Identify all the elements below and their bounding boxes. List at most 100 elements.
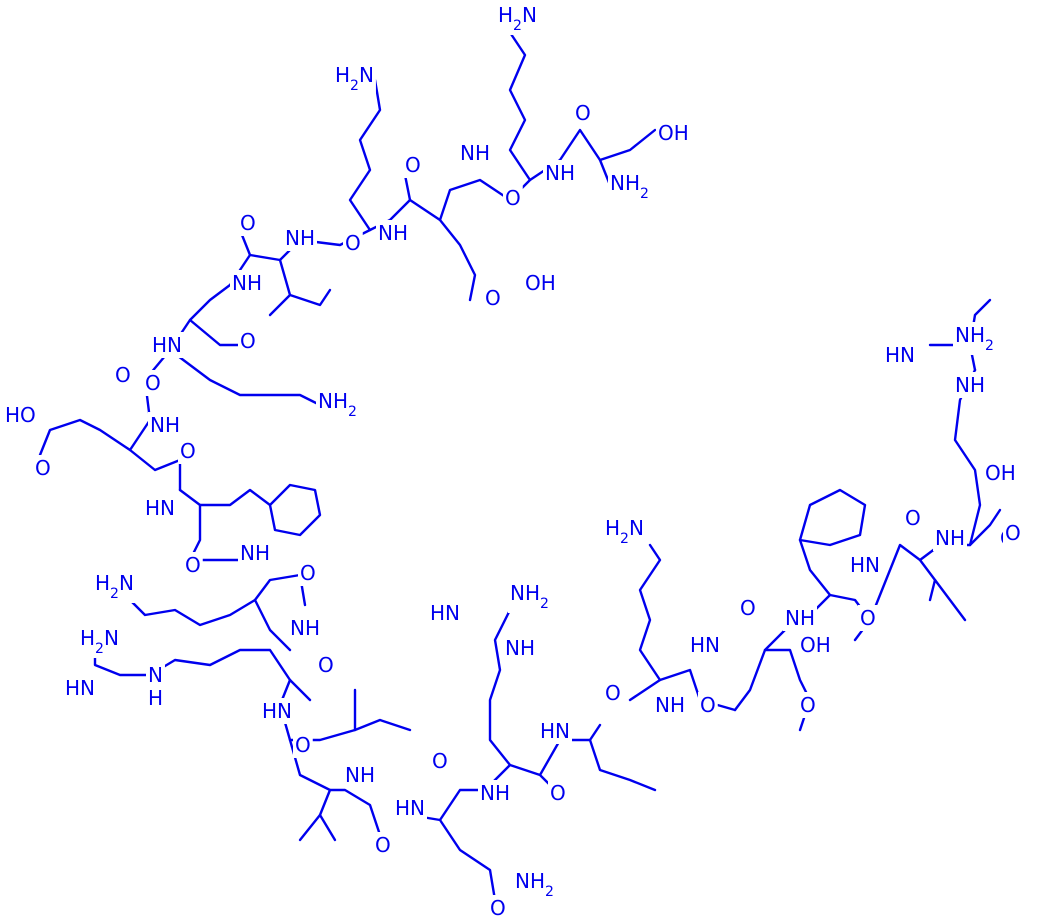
atom-label-o-20: O xyxy=(605,681,621,705)
label-knockout xyxy=(983,460,1018,486)
label-knockout xyxy=(403,152,423,178)
atom-label-o-7: O xyxy=(240,329,256,353)
atom-label-hn-arg-3: HN xyxy=(885,343,915,367)
atom-label-oh-glu-2: HO xyxy=(5,403,36,427)
atom-label-nh-18: NH xyxy=(785,606,815,630)
label-knockout xyxy=(113,362,133,388)
atom-label-o-21: O xyxy=(700,693,716,717)
label-knockout xyxy=(178,438,198,464)
atom-label-nh-arg-3: NH xyxy=(955,373,985,397)
label-knockout xyxy=(393,795,427,821)
atom-label-nh-4: NH xyxy=(285,226,315,250)
atom-label-nh-arg-2: NH xyxy=(505,636,535,660)
atom-label-nh-9: NH xyxy=(240,541,270,565)
label-knockout xyxy=(538,718,572,744)
atom-label-hn-arg-2: HN xyxy=(430,601,460,625)
label-knockout xyxy=(238,328,258,354)
atom-label-nh2-lys-4: H2N xyxy=(95,571,134,602)
label-knockout xyxy=(143,370,163,396)
label-knockout xyxy=(63,675,97,701)
atom-label-o-10: O xyxy=(35,456,51,480)
label-knockout xyxy=(478,780,512,806)
label-knockout xyxy=(523,270,558,296)
label-knockout xyxy=(508,580,551,613)
label-knockout xyxy=(656,120,691,146)
atom-label-nh-5: NH xyxy=(232,271,262,295)
atom-label-o-15: O xyxy=(295,733,311,757)
bond-skeleton xyxy=(38,23,1002,902)
label-knockout xyxy=(343,230,363,256)
label-knockout xyxy=(503,185,523,211)
atom-label-o-9: O xyxy=(145,371,161,395)
label-knockout xyxy=(483,285,503,311)
atom-label-o-3: O xyxy=(405,153,421,177)
atom-label-nh-13: HN xyxy=(395,796,425,820)
atom-labels: H2NOHNH2NHNHOOH2NONHONHOOHONHOHNONH2ONHH… xyxy=(3,2,1023,921)
atom-label-o-2: O xyxy=(505,186,521,210)
atom-label-o-25: O xyxy=(905,506,921,530)
atom-label-nh-3: NH xyxy=(378,221,408,245)
label-knockout xyxy=(858,605,878,631)
label-knockout xyxy=(333,62,376,95)
atom-label-oh-ser: OH xyxy=(658,121,689,145)
atom-label-nh-14: NH xyxy=(480,781,510,805)
label-knockout xyxy=(698,692,718,718)
label-knockout xyxy=(953,322,996,355)
label-knockout xyxy=(146,662,165,688)
label-knockout xyxy=(848,552,882,578)
label-knockout xyxy=(738,595,758,621)
atom-label-o-27: O xyxy=(1005,521,1021,545)
atom-label-nh-1: NH xyxy=(545,161,575,185)
atom-label-o-13: O xyxy=(300,561,316,585)
label-knockout xyxy=(298,560,318,586)
atom-label-nh2-arg-2: NH2 xyxy=(510,581,549,612)
label-knockout xyxy=(573,100,593,126)
label-knockout xyxy=(148,412,182,438)
atom-label-nh2-lys-top: H2N xyxy=(498,3,537,34)
label-knockout xyxy=(688,632,722,658)
atom-label-nh-12: NH xyxy=(345,763,375,787)
label-knockout xyxy=(608,170,651,203)
label-knockout xyxy=(428,600,462,626)
label-knockout xyxy=(903,505,923,531)
label-knockout xyxy=(543,160,577,186)
label-knockout xyxy=(603,680,623,706)
atom-label-oh-asp: OH xyxy=(800,633,831,657)
label-knockout xyxy=(503,635,537,661)
atom-label-o-4: O xyxy=(345,231,361,255)
atom-label-nh-8: HN xyxy=(145,496,175,520)
label-knockout xyxy=(513,868,556,901)
label-knockout xyxy=(798,632,833,658)
atom-label-o-18: O xyxy=(490,896,506,920)
label-knockout xyxy=(376,220,410,246)
atom-label-h-arg-1: H xyxy=(148,686,163,710)
label-knockout xyxy=(783,605,817,631)
label-knockout xyxy=(143,495,177,521)
atom-label-o-22: O xyxy=(740,596,756,620)
atom-label-o-8: O xyxy=(115,363,131,387)
atom-label-nh-7: NH xyxy=(150,413,180,437)
label-knockout xyxy=(150,332,184,358)
label-knockout xyxy=(373,832,393,858)
label-knockout xyxy=(1003,520,1023,546)
label-knockout xyxy=(603,515,646,548)
label-knockout xyxy=(238,210,258,236)
label-knockout xyxy=(883,342,917,368)
label-knockout xyxy=(93,570,136,603)
atom-label-nh2-gln: NH2 xyxy=(515,869,554,900)
label-knockout xyxy=(146,685,166,711)
label-knockout xyxy=(183,552,203,578)
label-knockout xyxy=(953,372,987,398)
atom-label-o-12: O xyxy=(185,553,201,577)
label-knockout xyxy=(3,402,38,428)
atom-label-nh-10: NH xyxy=(290,616,320,640)
atom-label-nh2-arg-3: NH2 xyxy=(955,323,994,354)
label-knockout xyxy=(33,455,53,481)
atom-label-o-23: O xyxy=(800,693,816,717)
atom-label-nh2-lys-2: H2N xyxy=(335,63,374,94)
atom-label-o-16: O xyxy=(375,833,391,857)
atom-label-o-17: O xyxy=(432,749,448,773)
label-knockout xyxy=(653,692,687,718)
atom-label-nh-17: HN xyxy=(690,633,720,657)
